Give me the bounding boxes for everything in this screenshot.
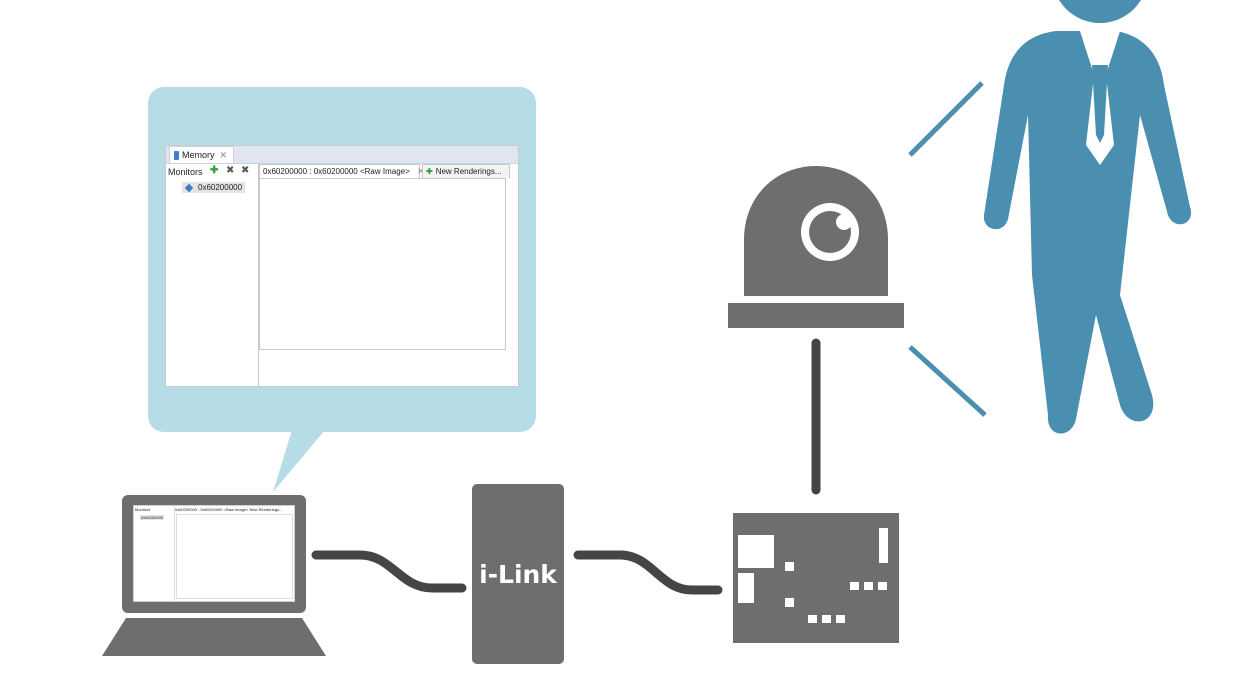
laptop-monitors-label: Monitors	[135, 507, 151, 512]
laptop-raw-image-tab-label: 0x60200000 : 0x60200000 <Raw Image>	[175, 507, 249, 512]
cable-ilink-board	[573, 550, 723, 595]
rendering-tabs: 0x60200000 : 0x60200000 <Raw Image> ✕ ✚N…	[259, 164, 518, 178]
person-icon	[983, 0, 1192, 434]
camera-view-lines	[908, 81, 987, 417]
cable-laptop-ilink	[311, 550, 467, 593]
monitors-label: Monitors	[168, 167, 203, 177]
monitors-pane: Monitors ✚ ✖ ✖ 0x60200000	[166, 163, 259, 386]
add-rendering-icon: ✚	[426, 167, 433, 176]
laptop-raw-image-tab: 0x60200000 : 0x60200000 <Raw Image> New …	[175, 507, 282, 512]
laptop-rendering-area	[176, 514, 293, 599]
rendering-area	[259, 178, 506, 350]
monitor-item[interactable]: 0x60200000	[182, 182, 246, 193]
remove-monitor-icon[interactable]: ✖	[226, 165, 235, 176]
camera-icon	[728, 166, 904, 328]
remove-all-icon[interactable]: ✖	[241, 165, 250, 176]
memory-icon	[174, 150, 179, 160]
new-renderings-label: New Renderings...	[435, 167, 502, 176]
ilink-device	[472, 484, 564, 664]
add-monitor-icon[interactable]: ✚	[210, 165, 219, 176]
monitor-diamond-icon	[184, 183, 194, 192]
laptop-monitors-pane: Monitors 0x60200000	[134, 506, 175, 601]
close-icon[interactable]: ✕	[219, 150, 228, 160]
memory-view-window: Memory ✕ Monitors ✚ ✖ ✖ 0x60200000 0x602…	[165, 145, 519, 387]
laptop-new-renderings-label: New Renderings...	[249, 507, 283, 512]
monitor-address: 0x60200000	[198, 183, 243, 192]
memory-tab[interactable]: Memory ✕	[169, 146, 235, 163]
board-icon	[733, 513, 899, 643]
tab-raw-image[interactable]: 0x60200000 : 0x60200000 <Raw Image> ✕	[259, 164, 425, 178]
laptop-monitor-item: 0x60200000	[140, 515, 165, 520]
raw-image-tab-label: 0x60200000 : 0x60200000 <Raw Image>	[263, 167, 410, 176]
tab-new-renderings[interactable]: ✚New Renderings...	[422, 164, 510, 178]
memory-tab-label: Memory	[182, 150, 215, 160]
ilink-label: i-Link	[479, 560, 557, 589]
close-icon[interactable]: ✕	[417, 166, 425, 176]
memory-view-header: Memory ✕	[166, 146, 518, 164]
laptop-screen: Monitors 0x60200000 0x60200000 : 0x60200…	[133, 505, 295, 602]
